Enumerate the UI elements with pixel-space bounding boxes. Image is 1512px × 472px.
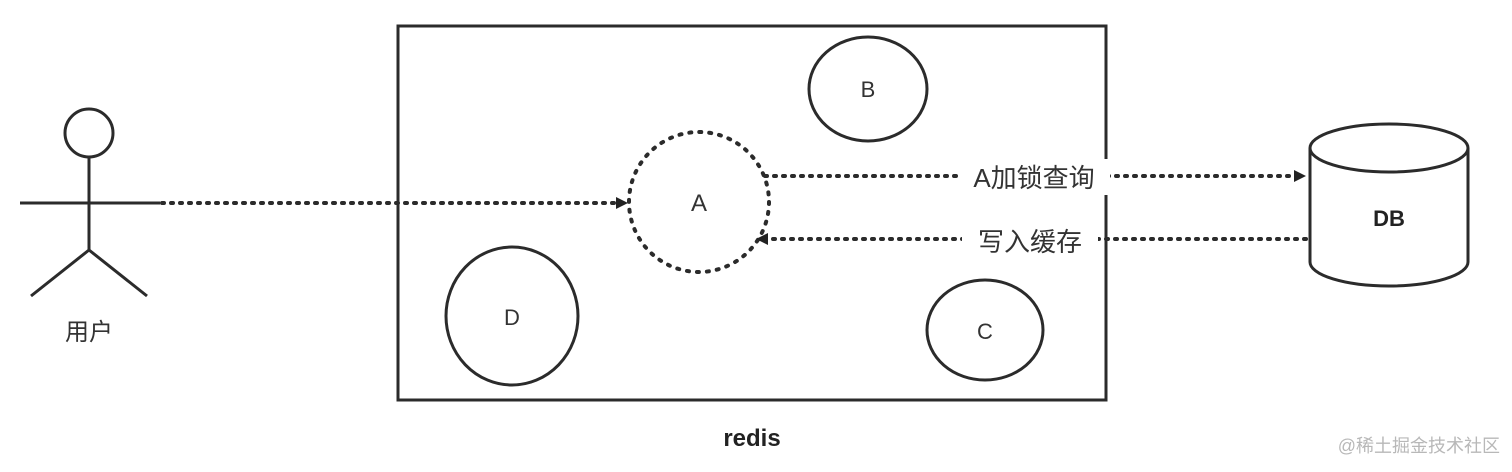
database-label: DB: [1373, 206, 1405, 231]
database-body: [1308, 148, 1470, 288]
actor-right-leg: [88, 248, 148, 298]
edge-lock-query-label-bg: [958, 159, 1110, 195]
edge-write-cache-label: 写入缓存: [978, 227, 1082, 257]
database-cylinder: [1308, 122, 1470, 288]
actor-head: [63, 107, 115, 159]
node-b: [807, 35, 929, 143]
node-a-label: A: [691, 190, 707, 217]
node-d-label: D: [504, 305, 520, 330]
node-d: [444, 245, 580, 387]
node-c: [925, 278, 1045, 382]
edge-lock-query-label: A加锁查询: [973, 163, 1094, 193]
redis-label: redis: [723, 425, 780, 452]
watermark: @稀土掘金技术社区: [1338, 436, 1500, 456]
actor-left-leg: [30, 248, 90, 298]
actor-label: 用户: [65, 319, 113, 346]
node-b-label: B: [861, 77, 876, 102]
user-actor: [20, 107, 160, 298]
redis-container: [396, 24, 1108, 402]
database-top: [1308, 122, 1470, 174]
edge-write-cache-label-bg: [962, 222, 1098, 258]
node-a: [627, 130, 771, 274]
node-c-label: C: [977, 319, 993, 344]
